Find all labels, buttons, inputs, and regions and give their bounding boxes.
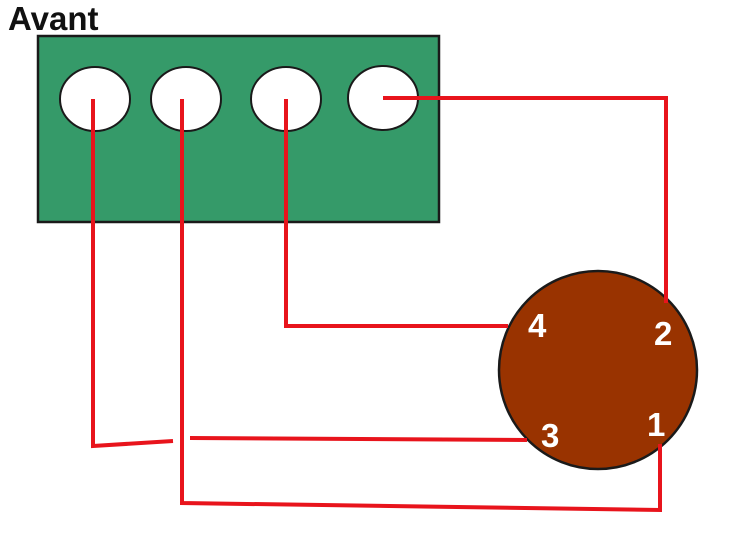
pin-label-3: 3 [541, 417, 559, 454]
wire-hole1-pin3-b [189, 436, 528, 442]
round-connector [497, 269, 699, 471]
wire-hole1-pin3-a [91, 99, 174, 449]
wire-hole3-pin4 [284, 99, 508, 328]
terminal-hole-2 [150, 66, 222, 132]
wire-hole2-pin1 [180, 99, 662, 513]
diagram-title: Avant [8, 0, 98, 37]
pin-label-1: 1 [647, 406, 665, 443]
pin-label-2: 2 [654, 315, 672, 352]
wire-hole4-pin2 [383, 96, 668, 303]
pin-label-4: 4 [528, 307, 547, 344]
